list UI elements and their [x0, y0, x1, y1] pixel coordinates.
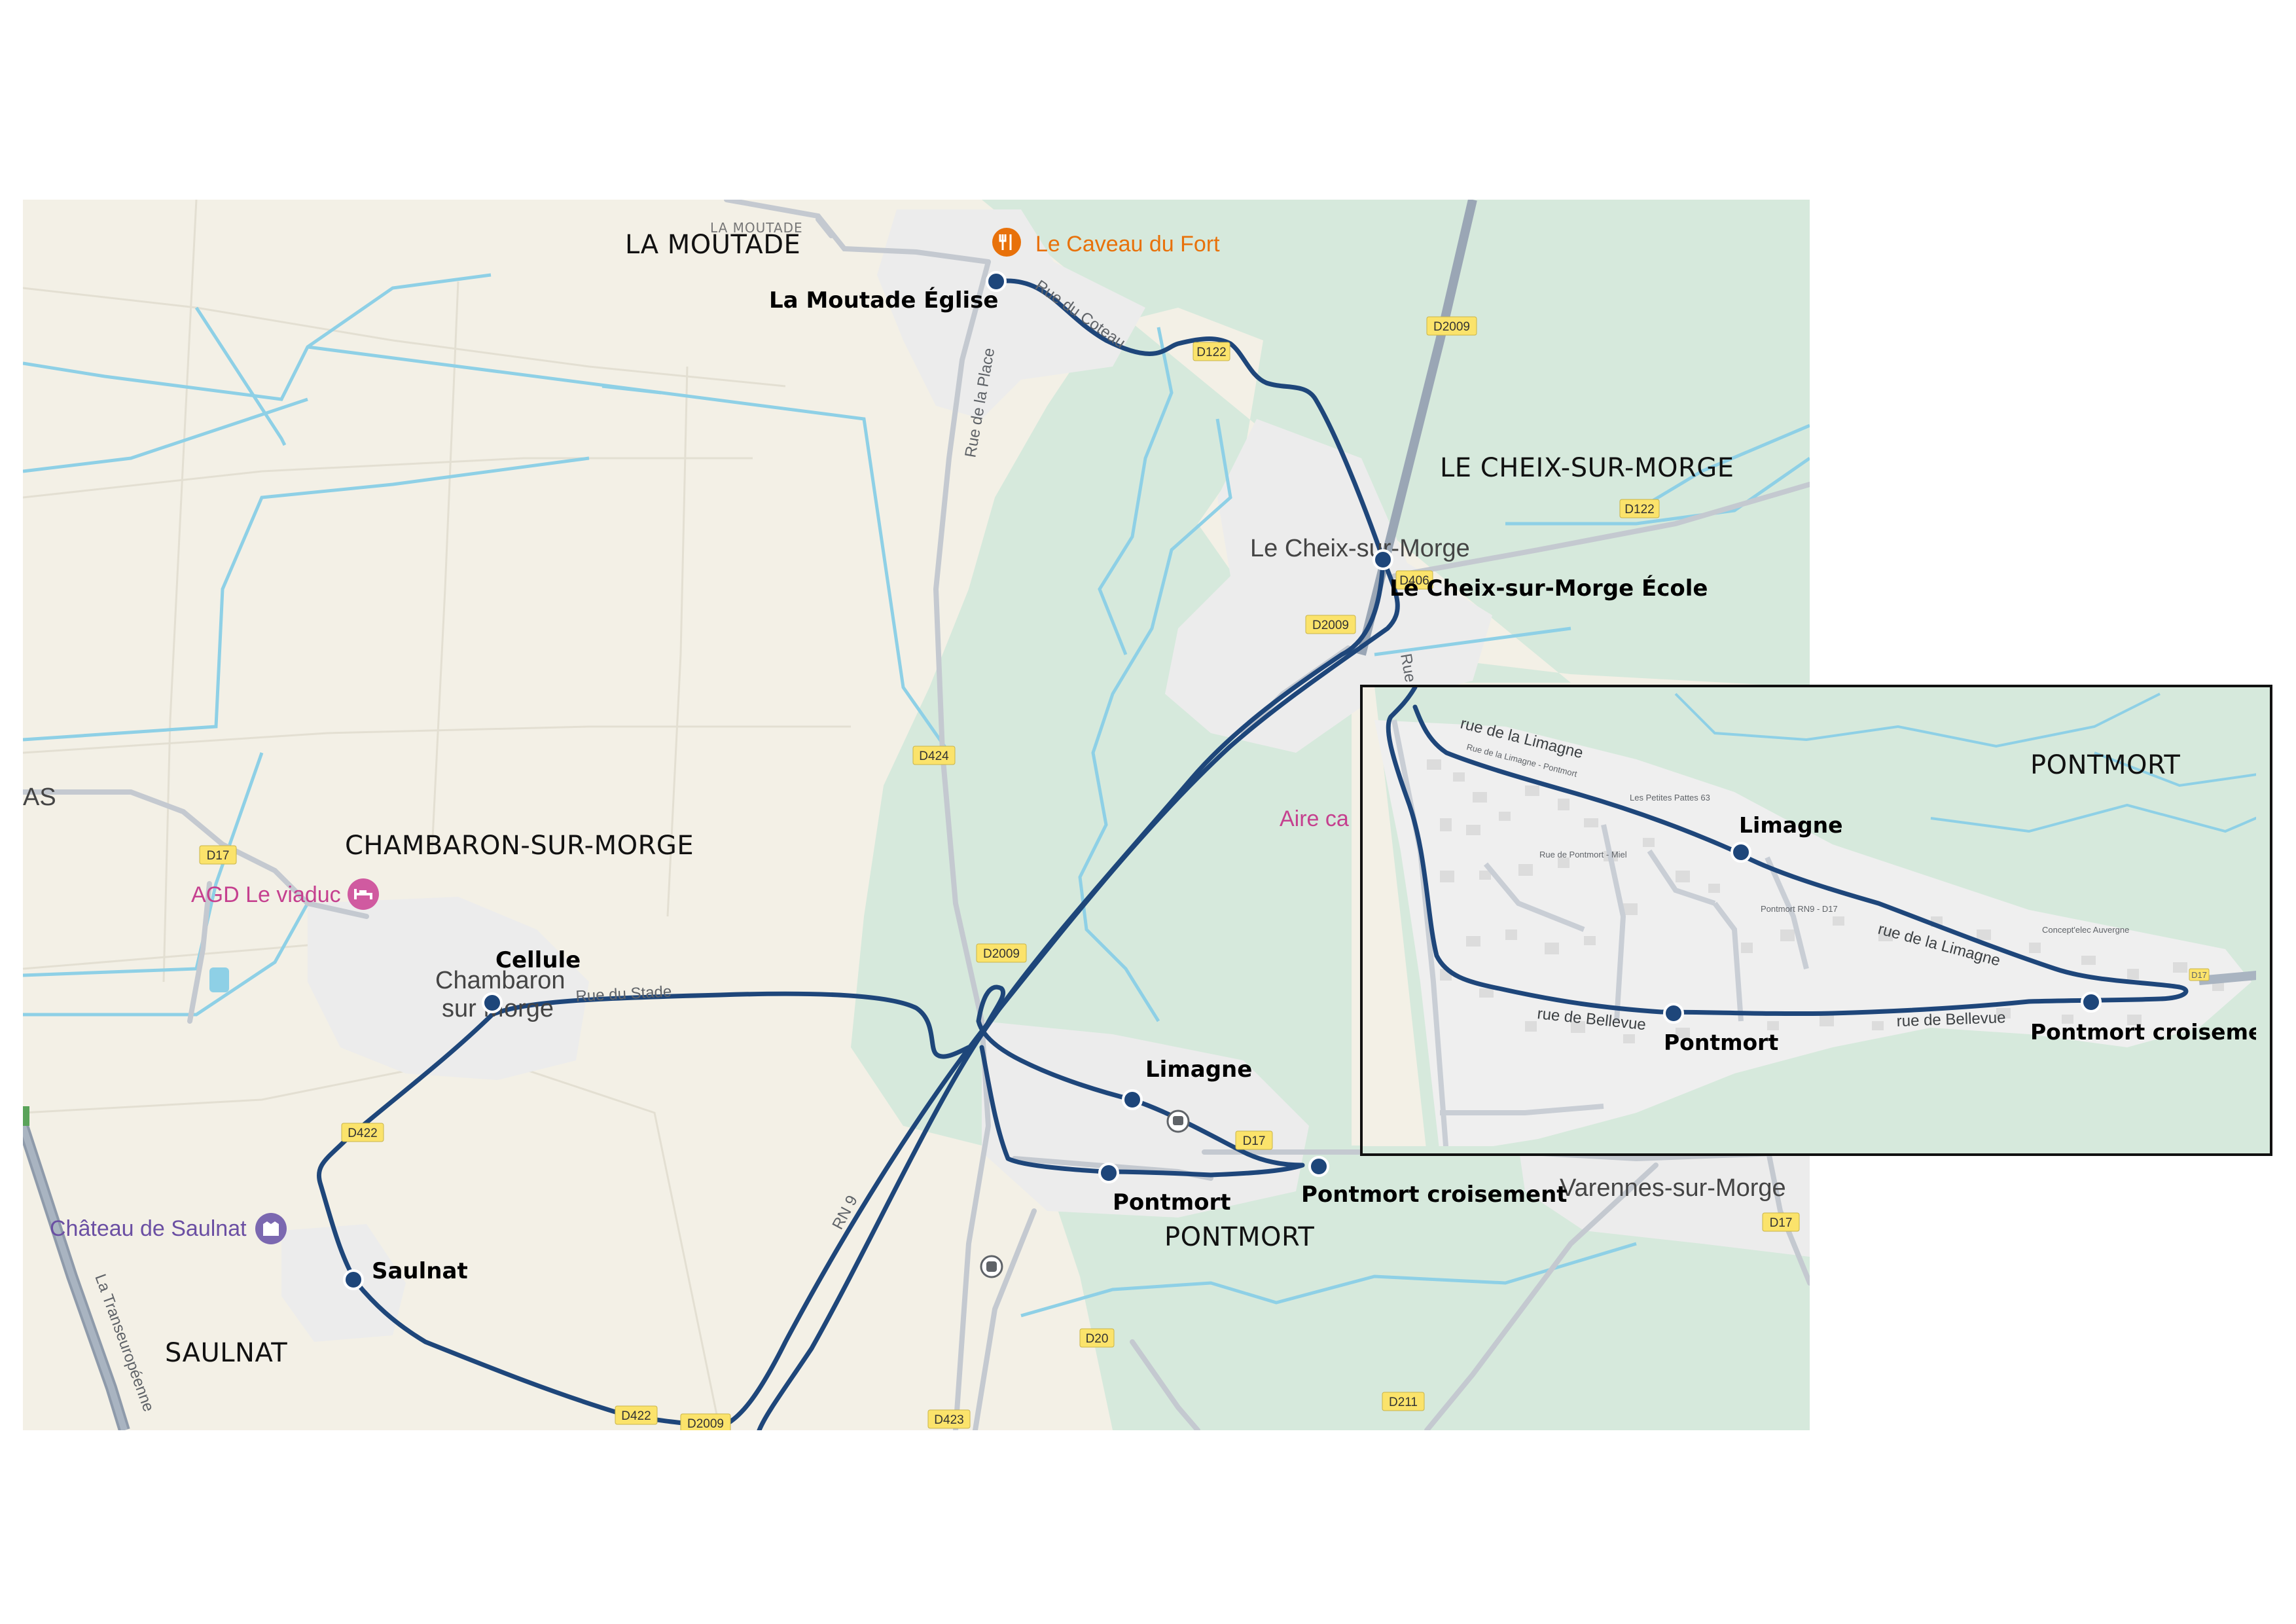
badge-d422-bottom: D422: [615, 1405, 658, 1425]
inset-small-label-3: Rue de Pontmort - Miel: [1539, 850, 1627, 859]
svg-text:D406: D406: [1399, 574, 1429, 588]
badge-d424: D424: [912, 746, 956, 765]
stop-cellule-label: Cellule: [495, 947, 581, 973]
place-le-cheix: Le Cheix-sur-Morge: [1250, 535, 1470, 562]
inset-buildings: [1427, 759, 2224, 1043]
poi-aire-label: Aire ca: [1280, 806, 1349, 831]
svg-text:D424: D424: [919, 749, 949, 763]
stop-pontmort-croisement-label: Pontmort croisement: [1301, 1182, 1568, 1208]
badge-d122-right: D122: [1619, 499, 1660, 518]
badge-d2009-low: D2009: [976, 943, 1027, 963]
inset-small-label-5: Concept'elec Auvergne: [2042, 925, 2129, 935]
svg-text:D17: D17: [207, 849, 230, 863]
svg-text:D2009: D2009: [1312, 619, 1349, 632]
place-varennes: Varennes-sur-Morge: [1560, 1174, 1786, 1202]
bus-route: [316, 278, 1400, 1430]
poi-chateau-label: Château de Saulnat: [50, 1216, 247, 1241]
road-badges: D2009 D122 D122 D406 D2009 D424 D17 D200…: [199, 316, 1800, 1431]
inset-commune-pontmort: PONTMORT: [2030, 750, 2180, 780]
stop-pontmort[interactable]: Pontmort: [1098, 1163, 1231, 1216]
badge-d122-top: D122: [1193, 342, 1230, 361]
roads: [23, 200, 1810, 1430]
stop-limagne[interactable]: Limagne: [1122, 1056, 1252, 1110]
commune-chambaron: CHAMBARON-SUR-MORGE: [345, 831, 694, 861]
badge-d20: D20: [1079, 1328, 1115, 1348]
inset-roads: [1391, 719, 2256, 1146]
stop-limagne-label: Limagne: [1145, 1056, 1252, 1083]
commune-pontmort: PONTMORT: [1164, 1222, 1314, 1252]
inset-badge-d17: D17: [2189, 968, 2210, 981]
badge-d211: D211: [1382, 1392, 1425, 1411]
svg-text:D20: D20: [1086, 1332, 1109, 1346]
badge-d17-left: D17: [199, 845, 237, 865]
inset-small-label-2: Les Petites Pattes 63: [1630, 793, 1710, 803]
stop-pontmort-croisement[interactable]: Pontmort croisement: [1301, 1156, 1568, 1208]
commune-le-cheix: LE CHEIX-SUR-MORGE: [1440, 453, 1734, 483]
inset-stop-pontmort-croisement[interactable]: Pontmort croisement: [2030, 992, 2289, 1045]
inset-map: rue de la Limagne rue de la Limagne rue …: [1360, 685, 2289, 1156]
svg-text:D17: D17: [2191, 970, 2207, 980]
commune-la-moutade: LA MOUTADE: [625, 230, 800, 260]
bus-icon: [1166, 1110, 1190, 1133]
inset-waterways: [1674, 693, 2256, 833]
rn9-north: [1357, 200, 1477, 656]
stop-la-moutade-eglise-label: La Moutade Église: [769, 287, 998, 314]
badge-d423: D423: [927, 1409, 971, 1429]
svg-text:D211: D211: [1389, 1396, 1418, 1409]
badge-d2009-bottom: D2009: [680, 1413, 731, 1431]
inset-rn9: [2198, 971, 2256, 985]
inset-street-bellevue-2: rue de Bellevue: [1896, 1009, 2006, 1030]
urban-areas: [281, 209, 1810, 1342]
inset-stop-pontmort-croisement-label: Pontmort croisement: [2030, 1019, 2289, 1045]
stop-saulnat-label: Saulnat: [372, 1258, 468, 1284]
svg-text:D2009: D2009: [1433, 320, 1470, 334]
stop-la-moutade-eglise[interactable]: La Moutade Église: [769, 271, 1007, 314]
svg-text:D17: D17: [1243, 1134, 1266, 1148]
inset-frame: [1360, 685, 2272, 1156]
inset-stop-pontmort[interactable]: Pontmort: [1663, 1003, 1778, 1055]
place-as-fragment: AS: [23, 784, 56, 811]
svg-text:D423: D423: [934, 1413, 963, 1427]
place-chambaron-line1: Chambaron: [435, 967, 565, 994]
stop-pontmort-label: Pontmort: [1113, 1189, 1231, 1216]
poi-caveau[interactable]: Le Caveau du Fort: [992, 228, 1220, 257]
badge-d422-left: D422: [341, 1123, 384, 1142]
stop-le-cheix-ecole[interactable]: Le Cheix-sur-Morge École: [1372, 549, 1708, 602]
commune-la-moutade-small: LA MOUTADE: [710, 220, 803, 236]
badge-d2009-mid: D2009: [1305, 615, 1356, 634]
poi-chateau[interactable]: Château de Saulnat: [50, 1213, 287, 1244]
train-icon: [980, 1255, 1003, 1278]
svg-text:D2009: D2009: [983, 947, 1020, 961]
stop-saulnat[interactable]: Saulnat: [343, 1258, 468, 1290]
badge-d2009-top: D2009: [1426, 316, 1477, 336]
inset-small-label-4: Pontmort RN9 - D17: [1761, 904, 1838, 914]
svg-text:D122: D122: [1624, 503, 1654, 516]
inset-stop-pontmort-label: Pontmort: [1664, 1030, 1778, 1055]
svg-text:D122: D122: [1196, 346, 1226, 359]
inset-bus-route: [1386, 685, 2189, 1017]
inset-stop-limagne-label: Limagne: [1739, 812, 1843, 838]
stop-cellule[interactable]: Cellule: [482, 947, 581, 1013]
waterways: [23, 273, 1810, 1318]
poi-caveau-label: Le Caveau du Fort: [1035, 232, 1220, 257]
field-lines: [23, 200, 851, 1430]
inset-stop-limagne[interactable]: Limagne: [1731, 812, 1843, 863]
commune-saulnat: SAULNAT: [165, 1338, 287, 1368]
badge-d17-mid: D17: [1235, 1130, 1273, 1150]
motorway-marker: [23, 1106, 29, 1126]
badge-d406: D406: [1395, 570, 1433, 590]
svg-text:D422: D422: [621, 1409, 651, 1423]
stop-le-cheix-ecole-label: Le Cheix-sur-Morge École: [1390, 575, 1708, 602]
svg-text:D17: D17: [1770, 1216, 1793, 1230]
poi-agd-label: AGD Le viaduc: [191, 882, 341, 907]
pond: [209, 967, 229, 992]
svg-text:D422: D422: [348, 1127, 377, 1140]
svg-text:D2009: D2009: [687, 1417, 724, 1431]
restaurant-icon: [992, 228, 1021, 257]
badge-d17-right: D17: [1762, 1212, 1800, 1232]
poi-agd[interactable]: AGD Le viaduc: [191, 878, 379, 910]
